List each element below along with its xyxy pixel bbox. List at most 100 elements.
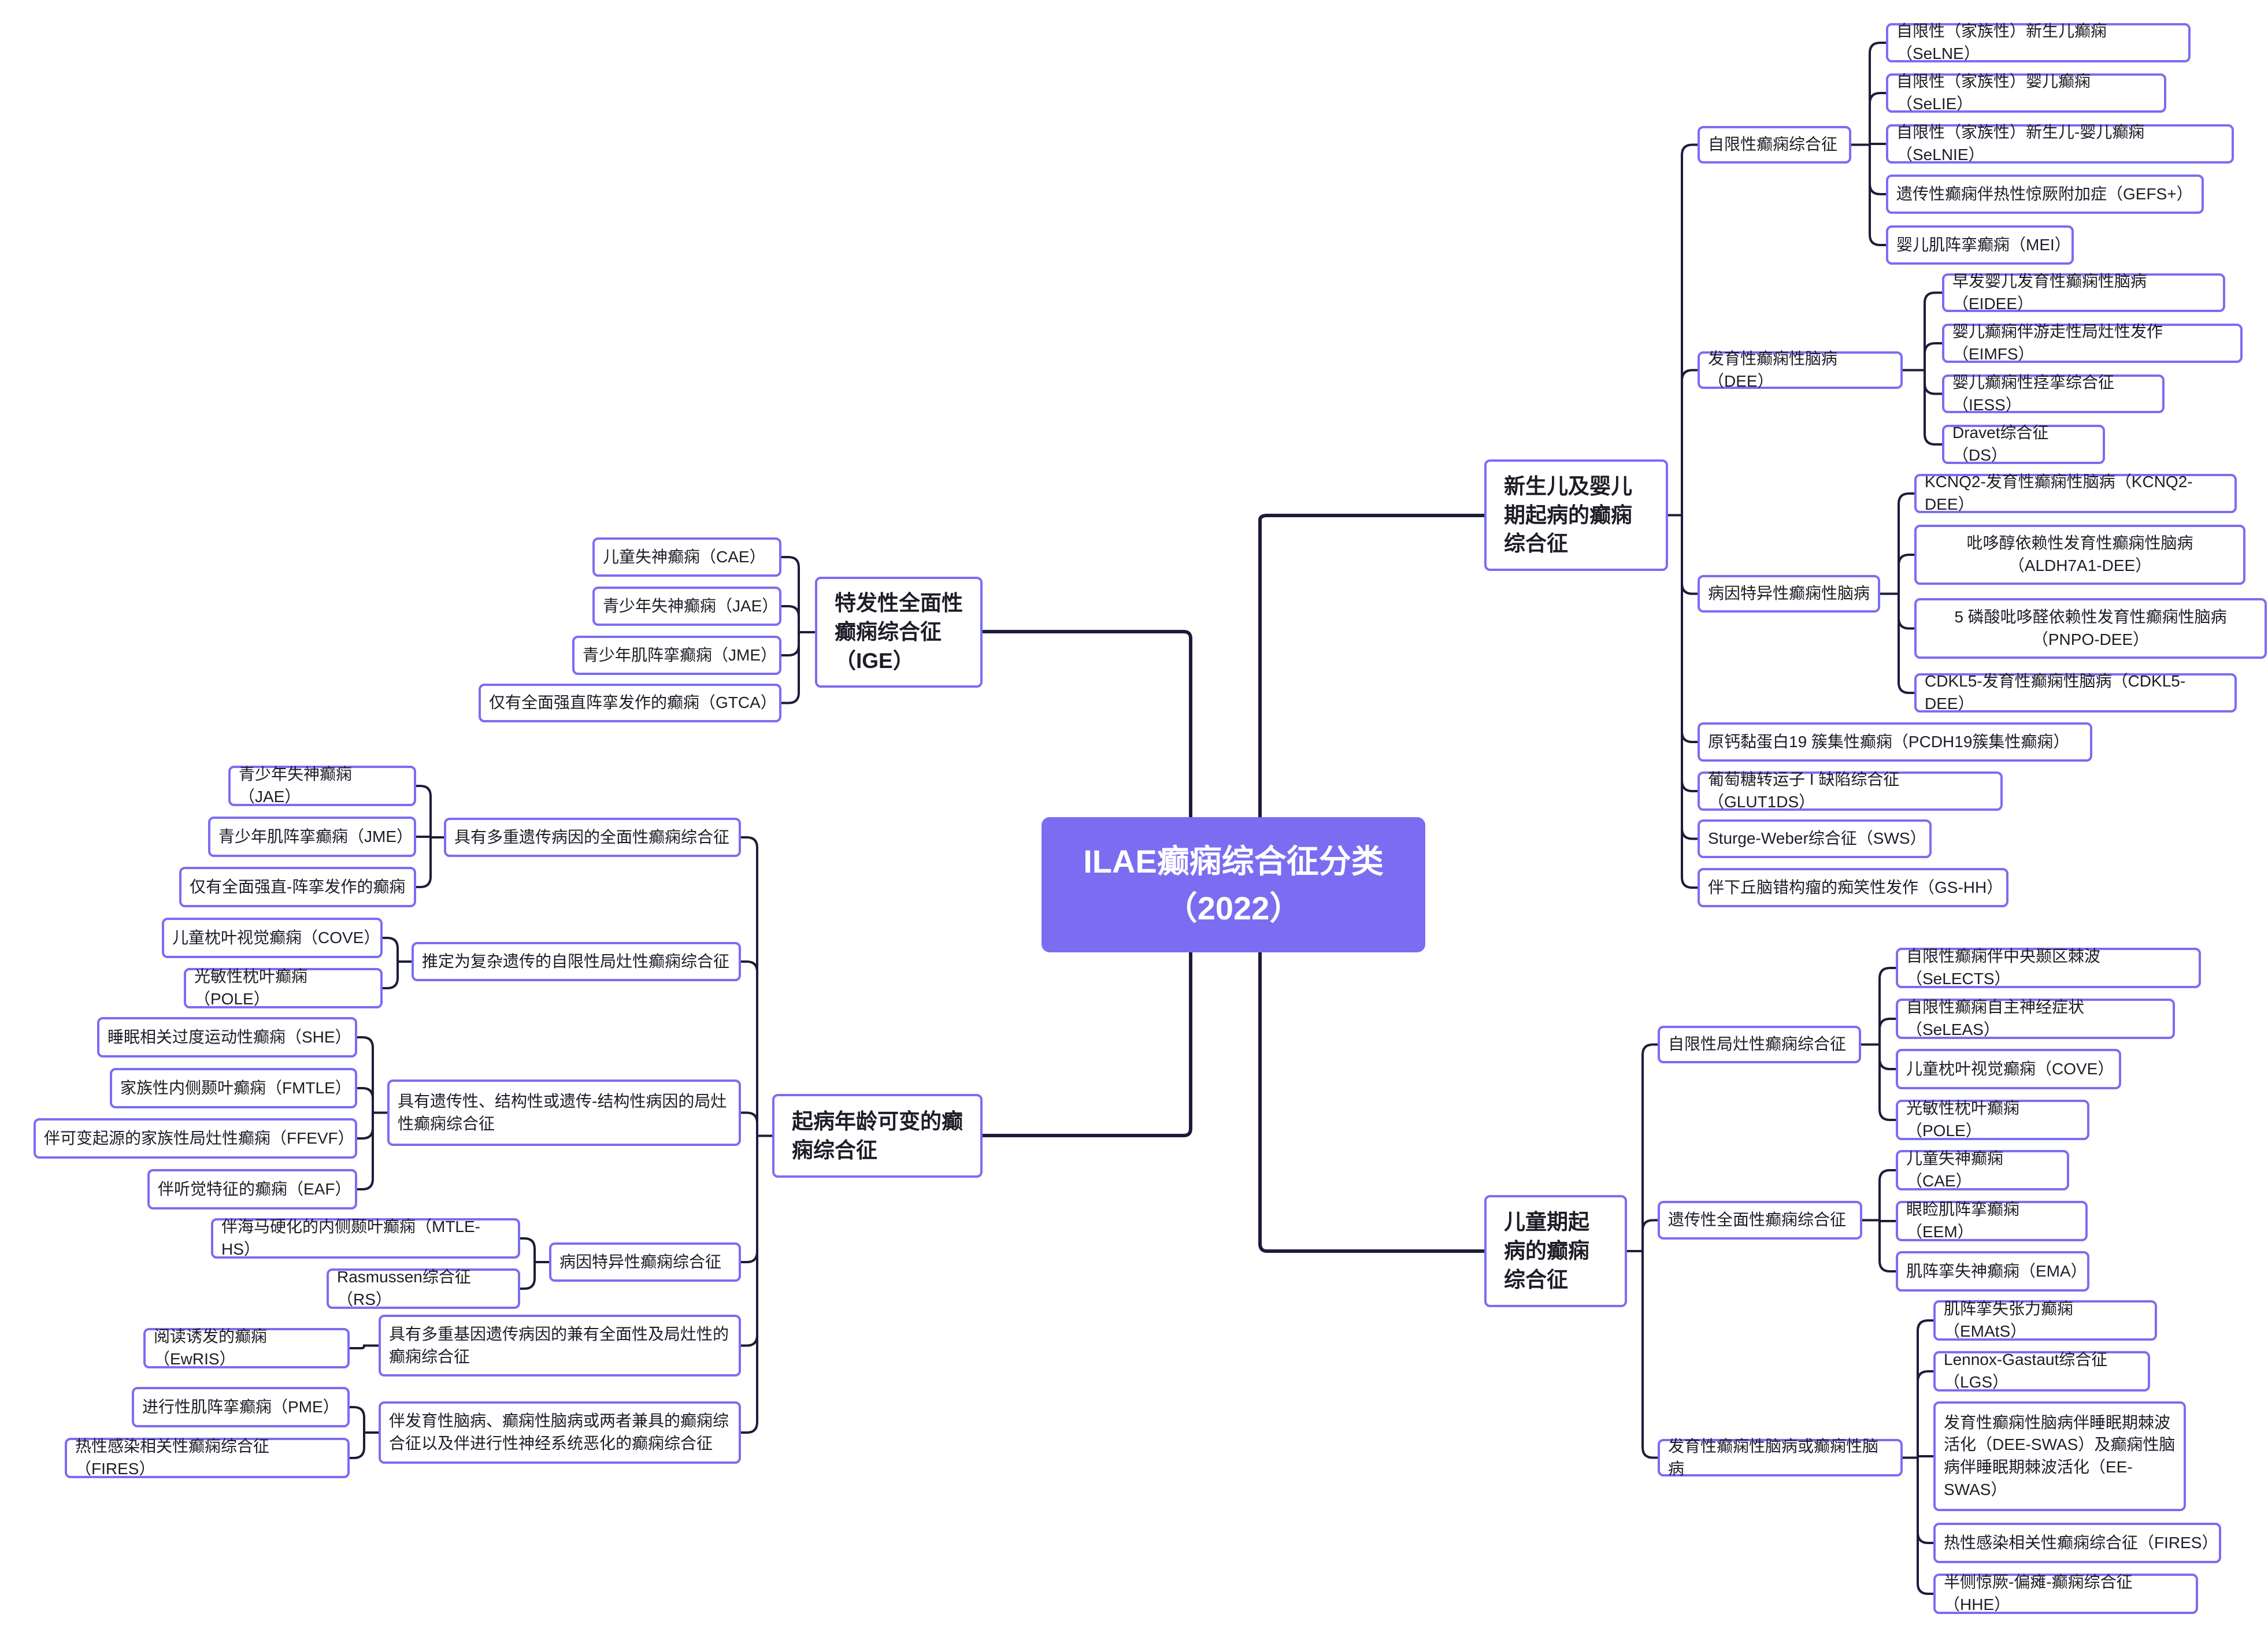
leaf-iess[interactable]: 婴儿癫痫性痉挛综合征（IESS）: [1942, 373, 2165, 414]
connector-line: [1850, 42, 1887, 146]
sub-glut1ds[interactable]: 葡萄糖转运子 I 缺陷综合征（GLUT1DS）: [1698, 770, 2003, 811]
leaf-mtle-hs[interactable]: 伴海马硬化的内侧颞叶癫痫（MTLE-HS）: [211, 1218, 520, 1259]
leaf-selnie[interactable]: 自限性（家族性）新生儿-婴儿癫痫（SeLNIE）: [1886, 123, 2234, 164]
leaf-eimfs[interactable]: 婴儿癫痫伴游走性局灶性发作（EIMFS）: [1942, 322, 2243, 363]
sub-dee[interactable]: 发育性癫痫性脑病（DEE）: [1698, 350, 1903, 390]
leaf-lgs[interactable]: Lennox-Gastaut综合征（LGS）: [1933, 1351, 2150, 1392]
leaf-rasmussen[interactable]: Rasmussen综合征（RS）: [327, 1268, 520, 1309]
leaf-pole-variable[interactable]: 光敏性枕叶癫痫（POLE）: [184, 967, 383, 1008]
connector-line: [349, 1431, 380, 1459]
leaf-selie[interactable]: 自限性（家族性）婴儿癫痫（SeLIE）: [1886, 72, 2166, 113]
sub-gs-hh[interactable]: 伴下丘脑错构瘤的痴笑性发作（GS-HH）: [1698, 868, 2008, 907]
connector-line: [1902, 342, 1943, 372]
connector-line: [1902, 1370, 1935, 1459]
sub-etiology-specific-ee[interactable]: 病因特异性癫痫性脑病: [1698, 575, 1880, 613]
leaf-selne[interactable]: 自限性（家族性）新生儿癫痫（SeLNE）: [1886, 22, 2191, 62]
sub-combined-generalized-focal[interactable]: 具有多重基因遗传病因的兼有全面性及局灶性的癫痫综合征: [379, 1315, 741, 1377]
leaf-eidee[interactable]: 早发婴儿发育性癫痫性脑病（EIDEE）: [1942, 272, 2225, 313]
leaf-gtca[interactable]: 仅有全面强直阵挛发作的癫痫（GTCA）: [479, 684, 781, 722]
leaf-aldh7a1-dee[interactable]: 吡哆醇依赖性发育性癫痫性脑病（ALDH7A1-DEE）: [1914, 525, 2245, 585]
leaf-pnpo-dee[interactable]: 5 磷酸吡哆醛依赖性发育性癫痫性脑病（PNPO-DEE）: [1914, 598, 2267, 659]
leaf-dee-swas[interactable]: 发育性癫痫性脑病伴睡眠期棘波活化（DEE-SWAS）及癫痫性脑病伴睡眠期棘波活化…: [1933, 1401, 2186, 1511]
leaf-selects[interactable]: 自限性癫痫伴中央颞区棘波（SeLECTS）: [1896, 947, 2201, 988]
sub-self-limited-focal[interactable]: 自限性局灶性癫痫综合征: [1658, 1026, 1861, 1063]
branch-childhood-onset[interactable]: 儿童期起病的癫痫综合征: [1484, 1195, 1627, 1307]
connector-line: [1861, 1169, 1897, 1222]
sub-de-ee-progressive[interactable]: 伴发育性脑病、癫痫性脑病或两者兼具的癫痫综合征以及伴进行性神经系统恶化的癫痫综合…: [379, 1401, 741, 1464]
connector-line: [356, 1087, 388, 1114]
connector-line: [381, 937, 413, 963]
connector-line: [740, 960, 773, 1137]
sub-etiology-specific-syndrome[interactable]: 病因特异性癫痫综合征: [549, 1242, 741, 1282]
branch-ige[interactable]: 特发性全面性癫痫综合征（IGE）: [815, 577, 983, 688]
root-title[interactable]: ILAE癫痫综合征分类（2022）: [1042, 817, 1425, 952]
leaf-cae-ige[interactable]: 儿童失神癫痫（CAE）: [592, 537, 781, 577]
branch-variable-age-onset[interactable]: 起病年龄可变的癫痫综合征: [772, 1094, 983, 1178]
leaf-ffevf[interactable]: 伴可变起源的家族性局灶性癫痫（FFEVF）: [34, 1118, 357, 1159]
connector-line: [519, 1237, 550, 1263]
connector-line: [349, 1406, 380, 1434]
leaf-eem[interactable]: 眼睑肌阵挛癫痫（EEM）: [1896, 1200, 2088, 1241]
branch-neonatal-infant-onset[interactable]: 新生儿及婴儿期起病的癫痫综合征: [1484, 459, 1668, 571]
connector-line: [1902, 369, 1943, 395]
connector-line: [1879, 554, 1915, 595]
leaf-cdkl5-dee[interactable]: CDKL5-发育性癫痫性脑病（CDKL5-DEE）: [1914, 672, 2237, 713]
sub-polygenic-generalized[interactable]: 具有多重遗传病因的全面性癫痫综合征: [444, 818, 741, 857]
sub-genetic-structural-focal[interactable]: 具有遗传性、结构性或遗传-结构性病因的局灶性癫痫综合征: [387, 1079, 741, 1146]
connector-line: [1860, 1043, 1897, 1121]
leaf-pole-childhood[interactable]: 光敏性枕叶癫痫（POLE）: [1896, 1099, 2089, 1140]
leaf-pme[interactable]: 进行性肌阵挛癫痫（PME）: [132, 1387, 350, 1427]
connector-line: [1626, 1250, 1659, 1459]
connector-line: [1667, 143, 1699, 517]
connector-line: [349, 1344, 380, 1349]
sub-genetic-generalized[interactable]: 遗传性全面性癫痫综合征: [1658, 1201, 1862, 1240]
leaf-emats[interactable]: 肌阵挛失张力癫痫（EMAtS）: [1933, 1300, 2157, 1341]
sub-dee-or-ee[interactable]: 发育性癫痫性脑病或癫痫性脑病: [1658, 1437, 1903, 1478]
connector-line: [1879, 592, 1915, 694]
sub-pcdh19[interactable]: 原钙黏蛋白19 簇集性癫痫（PCDH19簇集性癫痫）: [1698, 722, 2092, 762]
connector-line: [356, 1036, 388, 1114]
leaf-jae-ige[interactable]: 青少年失神癫痫（JAE）: [592, 587, 781, 626]
sub-complex-inheritance-focal[interactable]: 推定为复杂遗传的自限性局灶性癫痫综合征: [412, 942, 741, 981]
leaf-mei[interactable]: 婴儿肌阵挛癫痫（MEI）: [1886, 225, 2074, 265]
connector-line: [1626, 1219, 1659, 1252]
connector-line: [1860, 967, 1897, 1046]
connector-line: [780, 605, 816, 633]
connector-line: [381, 960, 413, 989]
leaf-ewris[interactable]: 阅读诱发的癫痫（EwRIS）: [143, 1327, 350, 1368]
connector-line: [1258, 514, 1486, 819]
sub-self-limited-epilepsy[interactable]: 自限性癫痫综合征: [1698, 126, 1851, 164]
connector-line: [740, 1111, 773, 1137]
connector-line: [1902, 1319, 1935, 1459]
leaf-cove-variable[interactable]: 儿童枕叶视觉癫痫（COVE）: [162, 918, 383, 958]
leaf-eaf[interactable]: 伴听觉特征的癫痫（EAF）: [147, 1169, 357, 1210]
connector-line: [780, 631, 816, 704]
leaf-fmtle[interactable]: 家族性内侧颞叶癫痫（FMTLE）: [110, 1068, 357, 1108]
leaf-dravet[interactable]: Dravet综合征（DS）: [1942, 424, 2105, 464]
leaf-gefs-plus[interactable]: 遗传性癫痫伴热性惊厥附加症（GEFS+）: [1886, 175, 2204, 214]
connector-line: [1879, 592, 1915, 630]
leaf-hhe[interactable]: 半侧惊厥-偏瘫-癫痫综合征（HHE）: [1933, 1573, 2198, 1614]
leaf-kcnq2-dee[interactable]: KCNQ2-发育性癫痫性脑病（KCNQ2-DEE）: [1914, 473, 2237, 513]
leaf-jae-variable[interactable]: 青少年失神癫痫（JAE）: [228, 765, 416, 806]
leaf-cove-childhood[interactable]: 儿童枕叶视觉癫痫（COVE）: [1896, 1049, 2121, 1089]
connector-line: [415, 836, 445, 888]
leaf-fires-childhood[interactable]: 热性感染相关性癫痫综合征（FIRES）: [1933, 1523, 2221, 1563]
connector-line: [1850, 92, 1887, 146]
sub-sturge-weber[interactable]: Sturge-Weber综合征（SWS）: [1698, 819, 1932, 858]
leaf-cae-childhood[interactable]: 儿童失神癫痫（CAE）: [1896, 1149, 2069, 1190]
connector-line: [1860, 1018, 1897, 1046]
leaf-ema[interactable]: 肌阵挛失神癫痫（EMA）: [1896, 1251, 2089, 1292]
connector-line: [981, 951, 1192, 1137]
connector-line: [740, 1134, 773, 1434]
leaf-fires-variable[interactable]: 热性感染相关性癫痫综合征（FIRES）: [65, 1437, 350, 1478]
leaf-jme-ige[interactable]: 青少年肌阵挛癫痫（JME）: [572, 636, 781, 675]
connector-line: [519, 1261, 550, 1290]
leaf-jme-variable[interactable]: 青少年肌阵挛癫痫（JME）: [208, 817, 416, 857]
connector-line: [1902, 1456, 1935, 1595]
leaf-she[interactable]: 睡眠相关过度运动性癫痫（SHE）: [97, 1017, 357, 1058]
leaf-seleas[interactable]: 自限性癫痫自主神经症状（SeLEAS）: [1896, 998, 2175, 1039]
leaf-gtc-only[interactable]: 仅有全面强直-阵挛发作的癫痫: [179, 867, 416, 907]
